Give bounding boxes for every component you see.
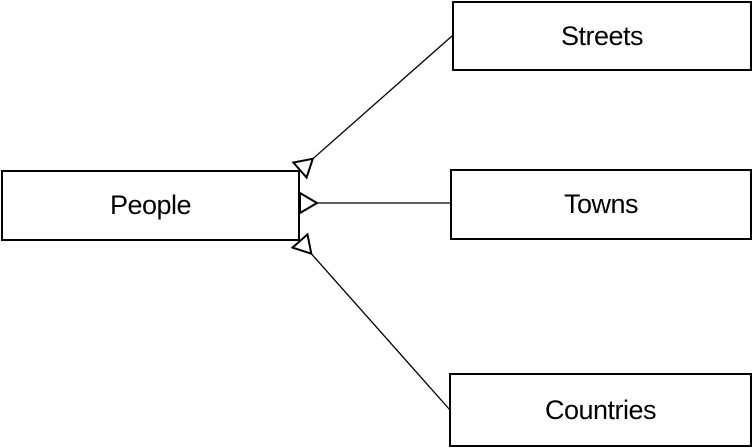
node-countries-label: Countries (544, 394, 657, 425)
node-people-label: People (109, 190, 192, 220)
hollow-triangle-arrowhead (299, 191, 319, 215)
edge-towns-people (299, 191, 450, 215)
node-streets-label: Streets (560, 20, 644, 51)
edge-countries-people (290, 232, 451, 411)
node-streets: Streets (452, 1, 752, 71)
hollow-triangle-arrowhead (290, 232, 313, 256)
node-countries: Countries (449, 373, 752, 447)
node-people: People (1, 170, 300, 241)
edge-countries-people-line (310, 253, 451, 411)
hollow-triangle-arrowhead (291, 157, 315, 180)
edge-streets-people-line (312, 35, 453, 160)
node-towns: Towns (450, 169, 752, 240)
node-towns-label: Towns (563, 189, 639, 219)
edge-streets-people (291, 35, 453, 180)
